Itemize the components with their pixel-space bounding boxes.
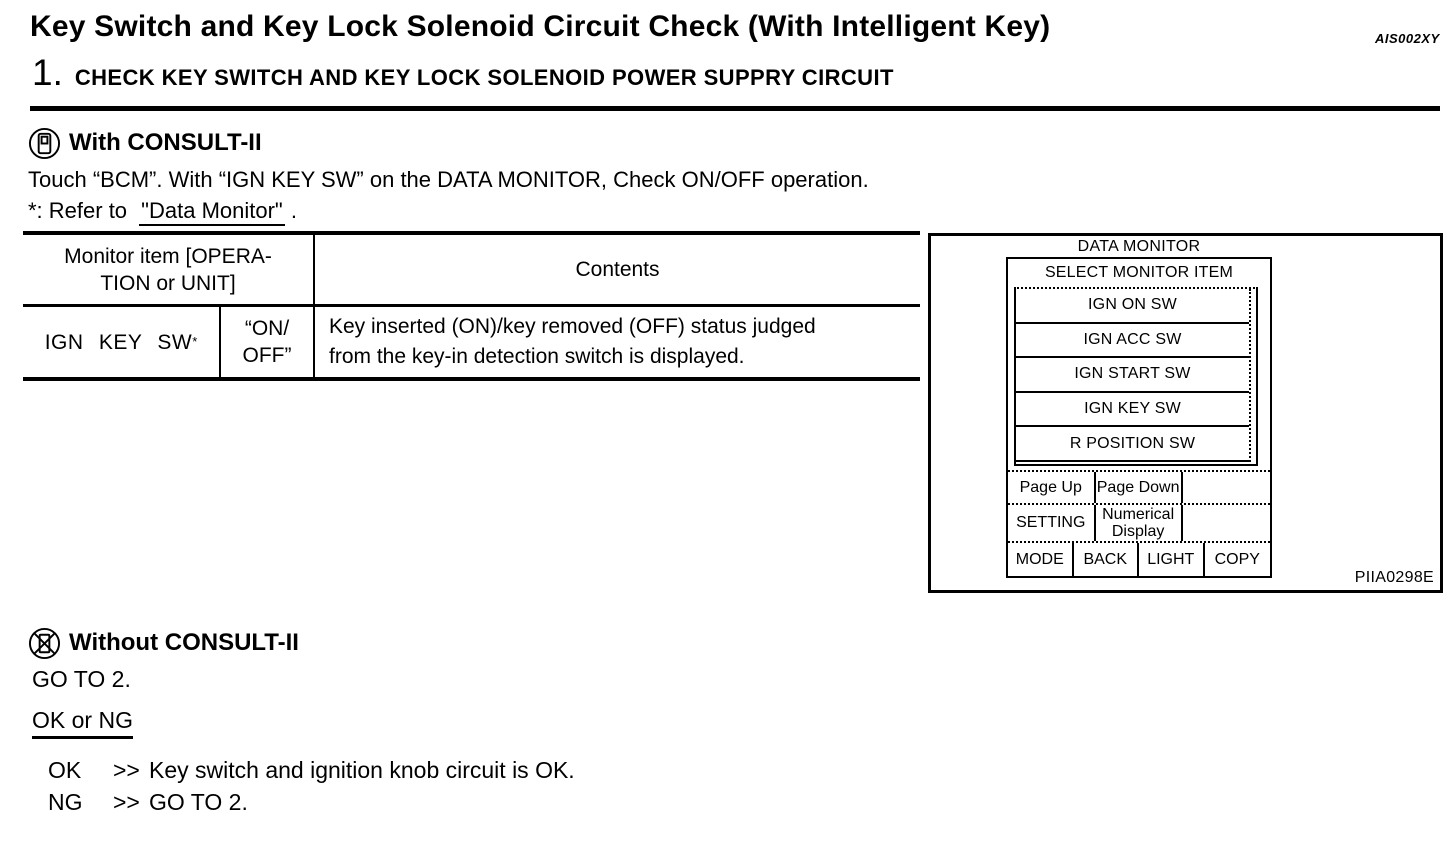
table-row: IGN KEY SW* “ON/ OFF” Key inserted (ON)/… — [23, 307, 920, 377]
cell-operation: “ON/ OFF” — [221, 307, 315, 377]
title-divider — [30, 106, 1440, 111]
with-consult-label: With CONSULT-II — [69, 129, 262, 156]
goto-instruction: GO TO 2. — [32, 666, 131, 692]
refer-line: *: Refer to "Data Monitor" . — [28, 196, 928, 226]
cell-monitor-item: IGN KEY SW* — [23, 307, 221, 377]
step-number: 1. — [32, 52, 63, 93]
setting-button[interactable]: SETTING — [1008, 505, 1096, 541]
back-button[interactable]: BACK — [1074, 543, 1139, 576]
list-item[interactable]: R POSITION SW — [1016, 427, 1249, 462]
page-title: Key Switch and Key Lock Solenoid Circuit… — [30, 10, 1051, 43]
empty-cell — [1183, 505, 1270, 541]
consult-screen: SELECT MONITOR ITEM IGN ON SW IGN ACC SW… — [1006, 257, 1272, 578]
screen-header: SELECT MONITOR ITEM — [1044, 264, 1234, 281]
monitor-item-name: IGN KEY SW — [44, 330, 193, 354]
consult-instruction: Touch “BCM”. With “IGN KEY SW” on the DA… — [28, 167, 869, 192]
ok-or-ng-heading: OK or NG — [32, 707, 133, 739]
screen-buttons: Page Up Page Down SETTING Numerical Disp… — [1008, 470, 1270, 576]
result-arrow-icon: >> — [113, 757, 140, 783]
figure-title: DATA MONITOR — [1077, 238, 1201, 255]
figure-code: PIIA0298E — [1354, 569, 1434, 586]
result-text: GO TO 2. — [149, 789, 248, 815]
with-consult-section: With CONSULT-II Touch “BCM”. With “IGN K… — [28, 126, 928, 226]
with-consult-heading: With CONSULT-II — [28, 126, 928, 160]
results-list: OK >> Key switch and ignition knob circu… — [28, 754, 928, 818]
button-row-mode: MODE BACK LIGHT COPY — [1008, 541, 1270, 576]
without-consult-heading: Without CONSULT-II — [28, 626, 928, 660]
button-row-setting: SETTING Numerical Display — [1008, 503, 1270, 541]
step-heading: 1. CHECK KEY SWITCH AND KEY LOCK SOLENOI… — [32, 52, 894, 94]
step-title: CHECK KEY SWITCH AND KEY LOCK SOLENOID P… — [74, 65, 894, 90]
result-row-ok: OK >> Key switch and ignition knob circu… — [28, 754, 928, 786]
light-button[interactable]: LIGHT — [1139, 543, 1205, 576]
without-consult-label: Without CONSULT-II — [69, 629, 299, 656]
refer-suffix: . — [290, 198, 297, 223]
page-up-button[interactable]: Page Up — [1008, 472, 1096, 503]
page-down-button[interactable]: Page Down — [1096, 472, 1183, 503]
button-row-page: Page Up Page Down — [1008, 470, 1270, 503]
result-label: OK — [48, 757, 82, 783]
result-text: Key switch and ignition knob circuit is … — [149, 757, 575, 783]
result-arrow-icon: >> — [113, 789, 140, 815]
result-label: NG — [48, 789, 83, 815]
data-monitor-link[interactable]: "Data Monitor" — [139, 198, 285, 226]
empty-cell — [1183, 472, 1270, 503]
numerical-display-button[interactable]: Numerical Display — [1096, 505, 1183, 541]
monitor-item-table: Monitor item [OPERA- TION or UNIT] Conte… — [23, 231, 920, 381]
cell-contents: Key inserted (ON)/key removed (OFF) stat… — [329, 315, 816, 368]
refer-prefix: *: Refer to — [28, 198, 128, 223]
consult-screen-figure: DATA MONITOR SELECT MONITOR ITEM IGN ON … — [928, 233, 1443, 593]
mode-button[interactable]: MODE — [1008, 543, 1074, 576]
list-item[interactable]: IGN ACC SW — [1016, 324, 1249, 359]
without-consult-section: Without CONSULT-II GO TO 2. OK or NG OK … — [28, 626, 928, 818]
consult-tool-icon — [28, 127, 61, 159]
result-row-ng: NG >> GO TO 2. — [28, 786, 928, 818]
table-header-row: Monitor item [OPERA- TION or UNIT] Conte… — [23, 235, 920, 307]
list-item[interactable]: IGN START SW — [1016, 358, 1249, 393]
monitor-item-list: IGN ON SW IGN ACC SW IGN START SW IGN KE… — [1014, 287, 1258, 466]
list-item[interactable]: IGN ON SW — [1016, 289, 1249, 324]
column-header-monitor-item: Monitor item [OPERA- TION or UNIT] — [23, 235, 315, 304]
column-header-contents: Contents — [575, 258, 660, 281]
no-consult-tool-icon — [28, 627, 61, 659]
copy-button[interactable]: COPY — [1214, 550, 1260, 568]
list-item[interactable]: IGN KEY SW — [1016, 393, 1249, 428]
document-code: AIS002XY — [1375, 31, 1440, 46]
